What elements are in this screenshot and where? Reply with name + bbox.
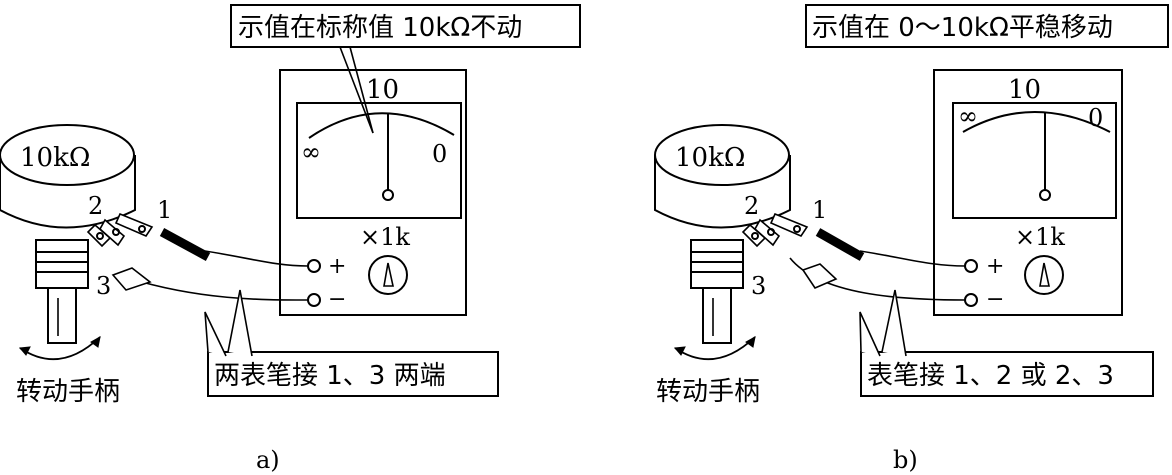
- pot-label-a: 10kΩ: [20, 143, 90, 173]
- minus-terminal-b: [964, 293, 978, 307]
- callout-bottom-text-b: 表笔接 1、2 或 2、3: [867, 361, 1114, 391]
- lead-plus-a: [204, 250, 309, 267]
- panel-a: [0, 4, 581, 397]
- range-label-b: ×1k: [1015, 223, 1065, 251]
- meter-b: [933, 69, 1123, 316]
- scale-max-a: 10: [366, 75, 399, 105]
- potentiometer-b: [654, 124, 809, 344]
- meter-scale-arc-b: [962, 111, 1111, 133]
- potentiometer-a: [0, 124, 154, 344]
- minus-terminal-a: [307, 293, 321, 307]
- lead-minus-a: [127, 277, 309, 301]
- handle-label-b: 转动手柄: [656, 377, 760, 407]
- caption-b: b): [893, 446, 918, 474]
- range-knob-b: [1024, 255, 1064, 295]
- pin2-label-a: 2: [88, 192, 103, 220]
- minus-label-b: −: [986, 287, 1004, 312]
- plus-terminal-b: [964, 259, 978, 273]
- scale-zero-a: 0: [432, 140, 447, 168]
- scale-max-b: 10: [1008, 75, 1041, 105]
- range-label-a: ×1k: [360, 223, 410, 251]
- lead-plus-b: [859, 250, 966, 267]
- pin3-label-b: 3: [751, 272, 766, 300]
- pin3-label-a: 3: [96, 272, 111, 300]
- callout-top-text-b: 示值在 0～10kΩ平稳移动: [812, 13, 1113, 43]
- callout-bottom-text-a: 两表笔接 1、3 两端: [214, 361, 446, 391]
- callout-top-a: [230, 4, 581, 48]
- pot-label-b: 10kΩ: [675, 143, 745, 173]
- plus-label-b: +: [986, 254, 1004, 279]
- scale-zero-b: 0: [1088, 104, 1103, 132]
- callout-top-text-a: 示值在标称值 10kΩ不动: [238, 13, 522, 43]
- scale-inf-b: ∞: [958, 102, 978, 130]
- meter-scale-arc-a: [308, 112, 455, 139]
- plus-terminal-a: [307, 259, 321, 273]
- pin2-label-b: 2: [744, 192, 759, 220]
- handle-label-a: 转动手柄: [16, 377, 120, 407]
- meter-a: [279, 69, 467, 316]
- plus-label-a: +: [328, 254, 346, 279]
- callout-bottom-a: [207, 351, 499, 397]
- caption-a: a): [256, 446, 280, 474]
- range-knob-a: [368, 255, 408, 295]
- callout-top-b: [805, 4, 1169, 48]
- pin1-label-a: 1: [157, 196, 172, 224]
- minus-label-a: −: [328, 287, 346, 312]
- meter-window-a: [296, 102, 462, 219]
- callout-bottom-b: [860, 351, 1154, 397]
- rotate-arrow-a: [19, 336, 101, 361]
- meter-window-b: [952, 102, 1117, 219]
- panel-b: [654, 4, 1169, 397]
- pin1-label-b: 1: [812, 196, 827, 224]
- scale-inf-a: ∞: [301, 138, 321, 166]
- rotate-arrow-b: [674, 336, 756, 361]
